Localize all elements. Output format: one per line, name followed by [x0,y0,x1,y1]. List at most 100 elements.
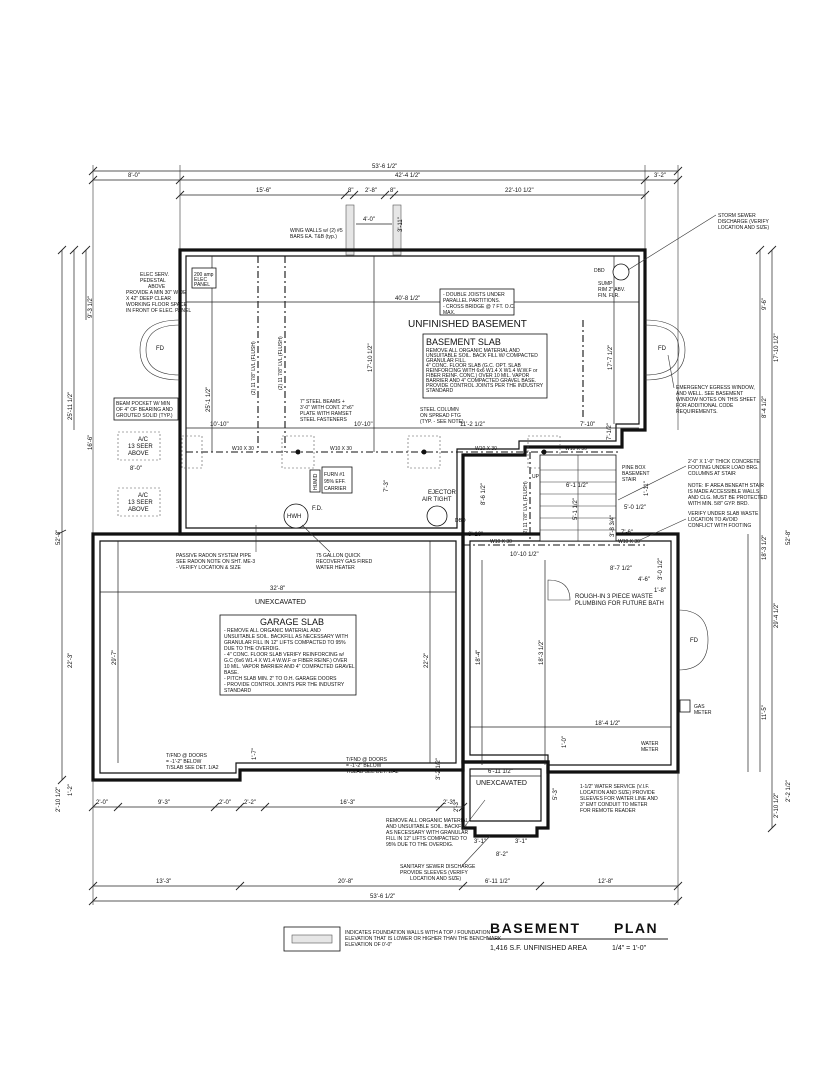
elec-line: X 42" DEEP CLEAR [126,296,171,302]
beam-w10-1: W10 X 30 [232,446,254,452]
dim-1ft-garage: 1'-7" [252,748,258,760]
dim-top-2ft: 2'-8" [365,188,377,194]
radon-line: - VERIFY LOCATION & SIZE [176,565,241,571]
dim-4ft: 4'-6" [638,577,650,583]
garage-slab-line: BASE. [224,670,239,676]
porch-area: UNEXCAVATED 6'-11 1/2" 3'-1" 3'-1" 8'-2"… [386,769,559,858]
label-dbd: DBD [455,518,466,524]
sump-line: FIN. FLR. [598,293,620,299]
dim-right-9ft: 9'-6" [762,298,768,310]
basement-slab-line: REMOVE ALL ORGANIC MATERIAL AND [426,348,520,354]
elec-line: PEDESTAL [140,278,166,284]
elec-line: IN FRONT OF ELEC. PANEL [126,308,191,314]
egress-line: WINDOW NOTES ON THIS SHEET [676,397,756,403]
water-service-line: FOR REMOTE READER [580,808,636,814]
dim-7ft-b: 7'-3" [384,480,390,492]
note-wing-walls-2: BARS EA. T&B (typ.) [290,234,337,240]
dim-7ft-c: 7'-6" [621,530,633,536]
dim-3ft-porch-a: 3'-1" [474,839,486,845]
water-heater [283,503,309,529]
dim-left-9ft: 9'-3 1/2" [88,296,94,318]
dim-top-3ft: 3'-2" [654,173,666,179]
basement-slab-line: REINFORCING WITH 6x6 W1.4 X W1.4 W.W.F o… [426,368,538,374]
dim-top-22ft: 22'-10 1/2" [505,188,534,194]
water-service-line: 1-1/2" WATER SERVICE (V.I.F. [580,784,649,790]
panel-label-2: ELEC [194,277,207,283]
ejector-label-2: AIR TIGHT [422,497,452,503]
water-meter-line: METER [641,747,659,753]
dim-left-25ft: 25'-11 1/2" [68,392,74,420]
interior-elements: UNFINISHED BASEMENT 40'-8 1/2" 17'-10 1/… [181,256,650,572]
right-dimensions: 9'-6" 17'-10 1/2" 8'-4 1/2" 52'-8" 18'-3… [747,245,792,833]
dim-top-15ft: 15'-6" [256,188,271,194]
dim-left-52ft: 52'-8" [56,530,62,545]
dim-1ft-8: 1'-8" [654,588,666,594]
radon-line: PASSIVE RADON SYSTEM PIPE [176,553,252,559]
dim-bottom-2ft-a: 2'-0" [96,800,108,806]
waste-line: VERIFY UNDER SLAB WASTE [688,511,759,517]
pine-box-line: BASEMENT [622,471,650,477]
basement-slab-title: BASEMENT SLAB [426,337,501,347]
dim-17ft-a: 17'-10 1/2" [368,343,374,372]
dim-8ft-ac: 8'-0" [130,466,142,472]
dim-bottom-9ft: 9'-3" [158,800,170,806]
beam-pocket-line: GROUTED SOLID (TYP.) [116,413,173,419]
stair-note-line: NOTE: IF AREA BENEATH STAIR [688,483,764,489]
beam-pocket-line: OF 4" OF BEARING AND [116,407,173,413]
footing-line: 2'-0" X 1'-0" THICK CONCRETE [688,459,760,465]
legend-text-line: INDICATES FOUNDATION WALLS WITH A TOP / … [345,930,490,936]
elec-line: ABOVE [148,284,166,290]
joist-note-line: - CROSS BRIDGE @ 7 FT. O.C. [443,304,515,310]
dim-18ft-a: 18'-3 1/2" [539,640,545,665]
beam-w10-5: W10 X 30 [490,539,512,545]
garage-slab-line: - PROVIDE CONTROL JOINTS PER THE INDUSTR… [224,682,345,688]
top-dimensions: 53'-6 1/2" 8'-0" 42'-4 1/2" 3'-2" 15'-6"… [88,164,683,535]
dim-18ft-b: 18'-4 1/2" [595,721,620,727]
tfnd-left-line: T/SLAB SEE DET. 1/A2 [166,765,219,771]
dim-top-8in-b: 8" [390,188,395,194]
garage-slab-line: UNSUITABLE SOIL. BACKFILL AS NECESSARY W… [224,634,348,640]
elec-line: WORKING FLOOR SPACE [126,302,188,308]
stair-note-line: WITH MIN. 5/8" GYP. BRD. [688,501,749,507]
basement-slab-note: BASEMENT SLAB REMOVE ALL ORGANIC MATERIA… [422,333,548,399]
overdig-line: 95% DUE TO THE OVERDIG. [386,842,453,848]
gas-meter [679,699,691,713]
radon-line: SEE RADON NOTE ON SHT. ME-3 [176,559,255,565]
tfnd-right-line: T/SLAB SEE DET. 1/A2 [346,769,399,775]
dim-overall-top: 53'-6 1/2" [372,164,397,170]
dim-3ft-garage: 3'-2 1/2" [436,758,442,780]
dim-7ft-d: 7'-1/2" [607,423,613,440]
water-service-line: SLEEVES FOR WATER LINE AND [580,796,658,802]
dim-bottom-2ft-d: 2'-3" [443,800,455,806]
beam-pocket-note: BEAM POCKET W/ MIN OF 4" OF BEARING AND … [113,397,179,421]
egress-line: REQUIREMENTS. [676,409,718,415]
label-hwh: HWH [287,514,301,520]
label-fd-left: FD [156,346,165,352]
ac2-line: A/C [138,493,149,499]
dim-bottom-20ft: 20'-8" [338,879,353,885]
tfnd-right-line: = -1'-2" BELOW [346,763,382,769]
basement-slab-line: 4" CONC. FLOOR SLAB (G.C. OPT. SLAB [426,363,522,369]
dim-8ft-porch: 8'-2" [496,852,508,858]
dim-right-2ft-a: 2'-10 1/2" [774,793,780,818]
room-unfinished-basement: UNFINISHED BASEMENT [408,319,527,330]
note-wing-walls-1: WING WALLS w/ (2) #5 [290,228,343,234]
dim-right-29ft: 29'-4 1/2" [774,603,780,628]
steel-column-line: STEEL COLUMN [420,407,459,413]
storm-line: DISCHARGE (VERIFY [718,219,770,225]
garage-slab-note: GARAGE SLAB - REMOVE ALL ORGANIC MATERIA… [219,614,357,696]
basement-slab-line: PROVIDE CONTROL JOINTS PER THE INDUSTRY [426,383,544,389]
garage-slab-line: DUE TO THE OVERDIG. [224,646,280,652]
garage-area: UNEXCAVATED 32'-8" 29'-7" 22'-2" 1'-7" 3… [100,524,456,780]
water-service-line: 3" EMT CONDUIT TO METER [580,802,648,808]
garage-slab-line: 10 MIL. VAPOR BARRIER AND 4" COMPACTED G… [224,664,355,670]
pine-box-line: PINE BOX [622,465,646,471]
dim-5ft-porch: 5'-3" [553,788,559,800]
dim-left-22ft: 22'-3" [68,653,74,668]
sanitary-line: LOCATION AND SIZE) [410,876,461,882]
basement-slab-line: GRANULAR FILL. [426,358,467,364]
storm-line: LOCATION AND SIZE) [718,225,769,231]
garage-slab-line: G.C (6x6 W1.4 X W1.4 W.W.F or FIBER REIN… [224,658,348,664]
foundation-walls [91,248,680,838]
dim-10ft-c: 10'-10 1/2" [510,552,539,558]
